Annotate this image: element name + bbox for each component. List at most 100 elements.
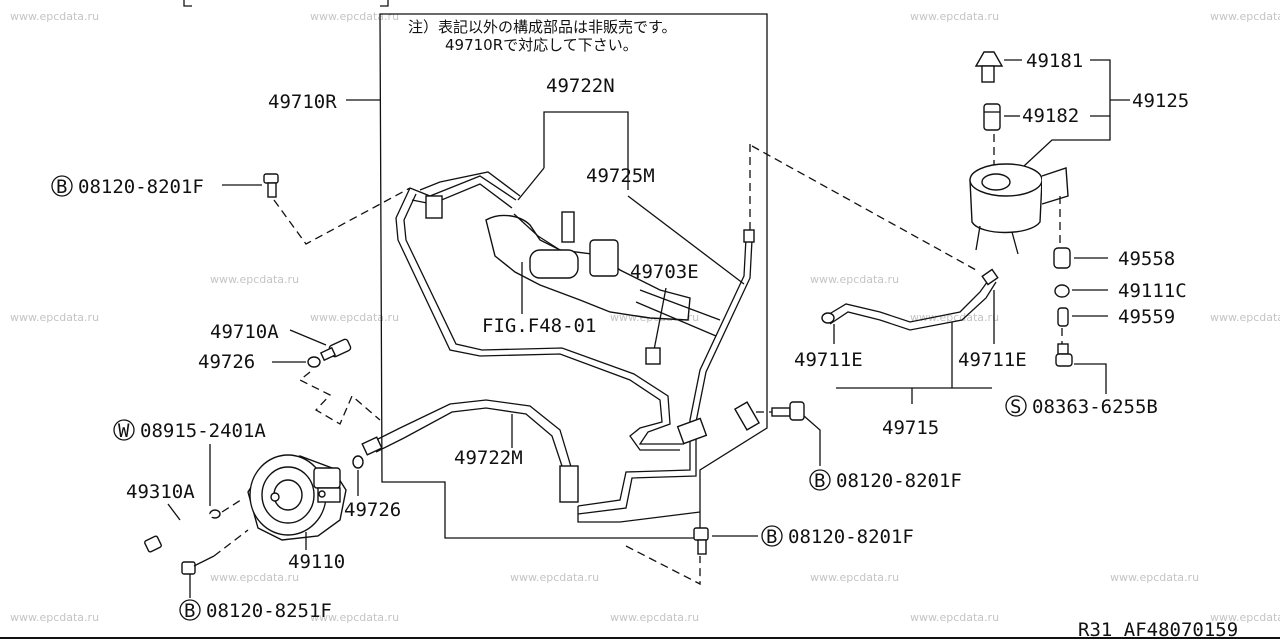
label-49181: 49181 [1026,50,1083,72]
label-49710R: 49710R [268,91,337,113]
b-prefix: B [184,600,195,622]
suction-hose-49715 [821,268,999,331]
bolt-49710A-icon [319,338,352,362]
watermark: www.epcdata.ru [310,10,399,23]
leader-49710A [289,329,327,346]
pressure-pipe-49725M [577,229,755,515]
leader-49725M [627,195,745,285]
watermark: www.epcdata.ru [310,611,399,624]
collar-49559-icon [1057,307,1069,327]
label-49703E: 49703E [630,261,699,283]
washer-49111C-icon [1054,284,1070,298]
label-49110: 49110 [288,551,345,573]
w-prefix: W [118,420,130,442]
washer-49726-a-icon [307,356,321,368]
note-line-2: 49710Rで対応して下さい。 [445,36,638,54]
leader-49722N [543,111,629,190]
washer-49726-b-icon [352,455,364,469]
leader-49715 [836,322,992,404]
bolt-08120-8251F-icon [181,555,215,575]
bracket-fragment [183,0,389,7]
b-prefix: B [56,176,67,198]
w-symbol [113,419,135,441]
power-steering-pump-icon [247,454,347,541]
label-08120-8201F-c: 08120-8201F [788,526,914,548]
watermark: www.epcdata.ru [1110,571,1199,584]
label-08363-6255B: 08363-6255B [1032,396,1158,418]
dash-bolt-to-pump [221,497,245,513]
watermark: www.epcdata.ru [1210,311,1280,324]
dash-washer-to-pump [298,371,381,425]
label-08120-8251F: 08120-8251F [206,600,332,622]
clip-49703E-icon [645,347,661,365]
watermark: www.epcdata.ru [210,273,299,286]
label-08120-8201F-a: 08120-8201F [78,176,204,198]
leader-49310A [167,503,181,521]
leader-49722N-to-pipe [517,167,545,201]
bolt-08120-c-icon [693,527,709,555]
s-prefix: S [1010,396,1021,418]
reservoir-cap-49181-icon [974,51,1004,83]
b-prefix: B [766,526,777,548]
bracket-icon [733,401,761,431]
watermark: www.epcdata.ru [610,611,699,624]
label-49558: 49558 [1118,248,1175,270]
watermark: www.epcdata.ru [10,611,99,624]
watermark: www.epcdata.ru [510,571,599,584]
dash-bolt-to-pipe [273,187,411,245]
label-49715: 49715 [882,417,939,439]
label-49711E-left: 49711E [794,349,863,371]
watermark: www.epcdata.ru [10,10,99,23]
watermark: www.epcdata.ru [810,571,899,584]
b-symbol [809,469,831,491]
watermark: www.epcdata.ru [910,311,999,324]
watermark: www.epcdata.ru [910,10,999,23]
label-49310A: 49310A [126,481,195,503]
dash-8251-to-pump [213,529,249,557]
b-symbol [761,525,783,547]
grommet-49558-icon [1053,247,1071,269]
bolt-08363-icon [1055,343,1073,367]
pressure-hose-49722M [361,399,701,523]
bolt-49310A-icon [144,513,213,553]
watermark: www.epcdata.ru [10,311,99,324]
label-49182: 49182 [1022,105,1079,127]
leader-49125 [1023,59,1111,167]
b-symbol [179,599,201,621]
label-08915-2401A: 08915-2401A [140,420,266,442]
label-fig-F48-01: FIG.F48-01 [482,315,596,337]
label-49725M: 49725M [586,165,655,187]
b-prefix: B [814,470,825,492]
watermark: www.epcdata.ru [210,571,299,584]
label-49710A: 49710A [210,321,279,343]
watermark: www.epcdata.ru [910,611,999,624]
bolt-08120-b-icon [771,401,805,421]
label-49125: 49125 [1132,90,1189,112]
label-49722M: 49722M [454,447,523,469]
label-08120-8201F-b: 08120-8201F [836,470,962,492]
label-49111C: 49111C [1118,280,1187,302]
leader-49703E [653,287,667,351]
label-49726-b: 49726 [344,499,401,521]
b-symbol [51,175,73,197]
return-pipe-49722N [395,171,684,451]
note-line-1: 注）表記以外の構成部品は非販売です。 [408,18,677,36]
label-49726-a: 49726 [198,351,255,373]
watermark: www.epcdata.ru [310,311,399,324]
diagram-reference: R31 AF48070159 [1078,619,1238,640]
reservoir-filter-49182-icon [983,103,1001,131]
label-49711E-right: 49711E [958,349,1027,371]
watermark: www.epcdata.ru [1210,10,1280,23]
bolt-08120-a-icon [263,173,279,198]
watermark: www.epcdata.ru [810,273,899,286]
reservoir-tank-icon [969,163,1069,255]
label-49722N: 49722N [546,75,615,97]
leader-08120-b [803,415,821,466]
steering-gear-icon [485,211,721,337]
s-symbol [1005,395,1027,417]
dash-bottom-bolt [625,545,701,586]
leader-08363 [1074,363,1107,394]
dash-reservoir-link [751,145,977,271]
watermark: www.epcdata.ru [1210,611,1280,624]
